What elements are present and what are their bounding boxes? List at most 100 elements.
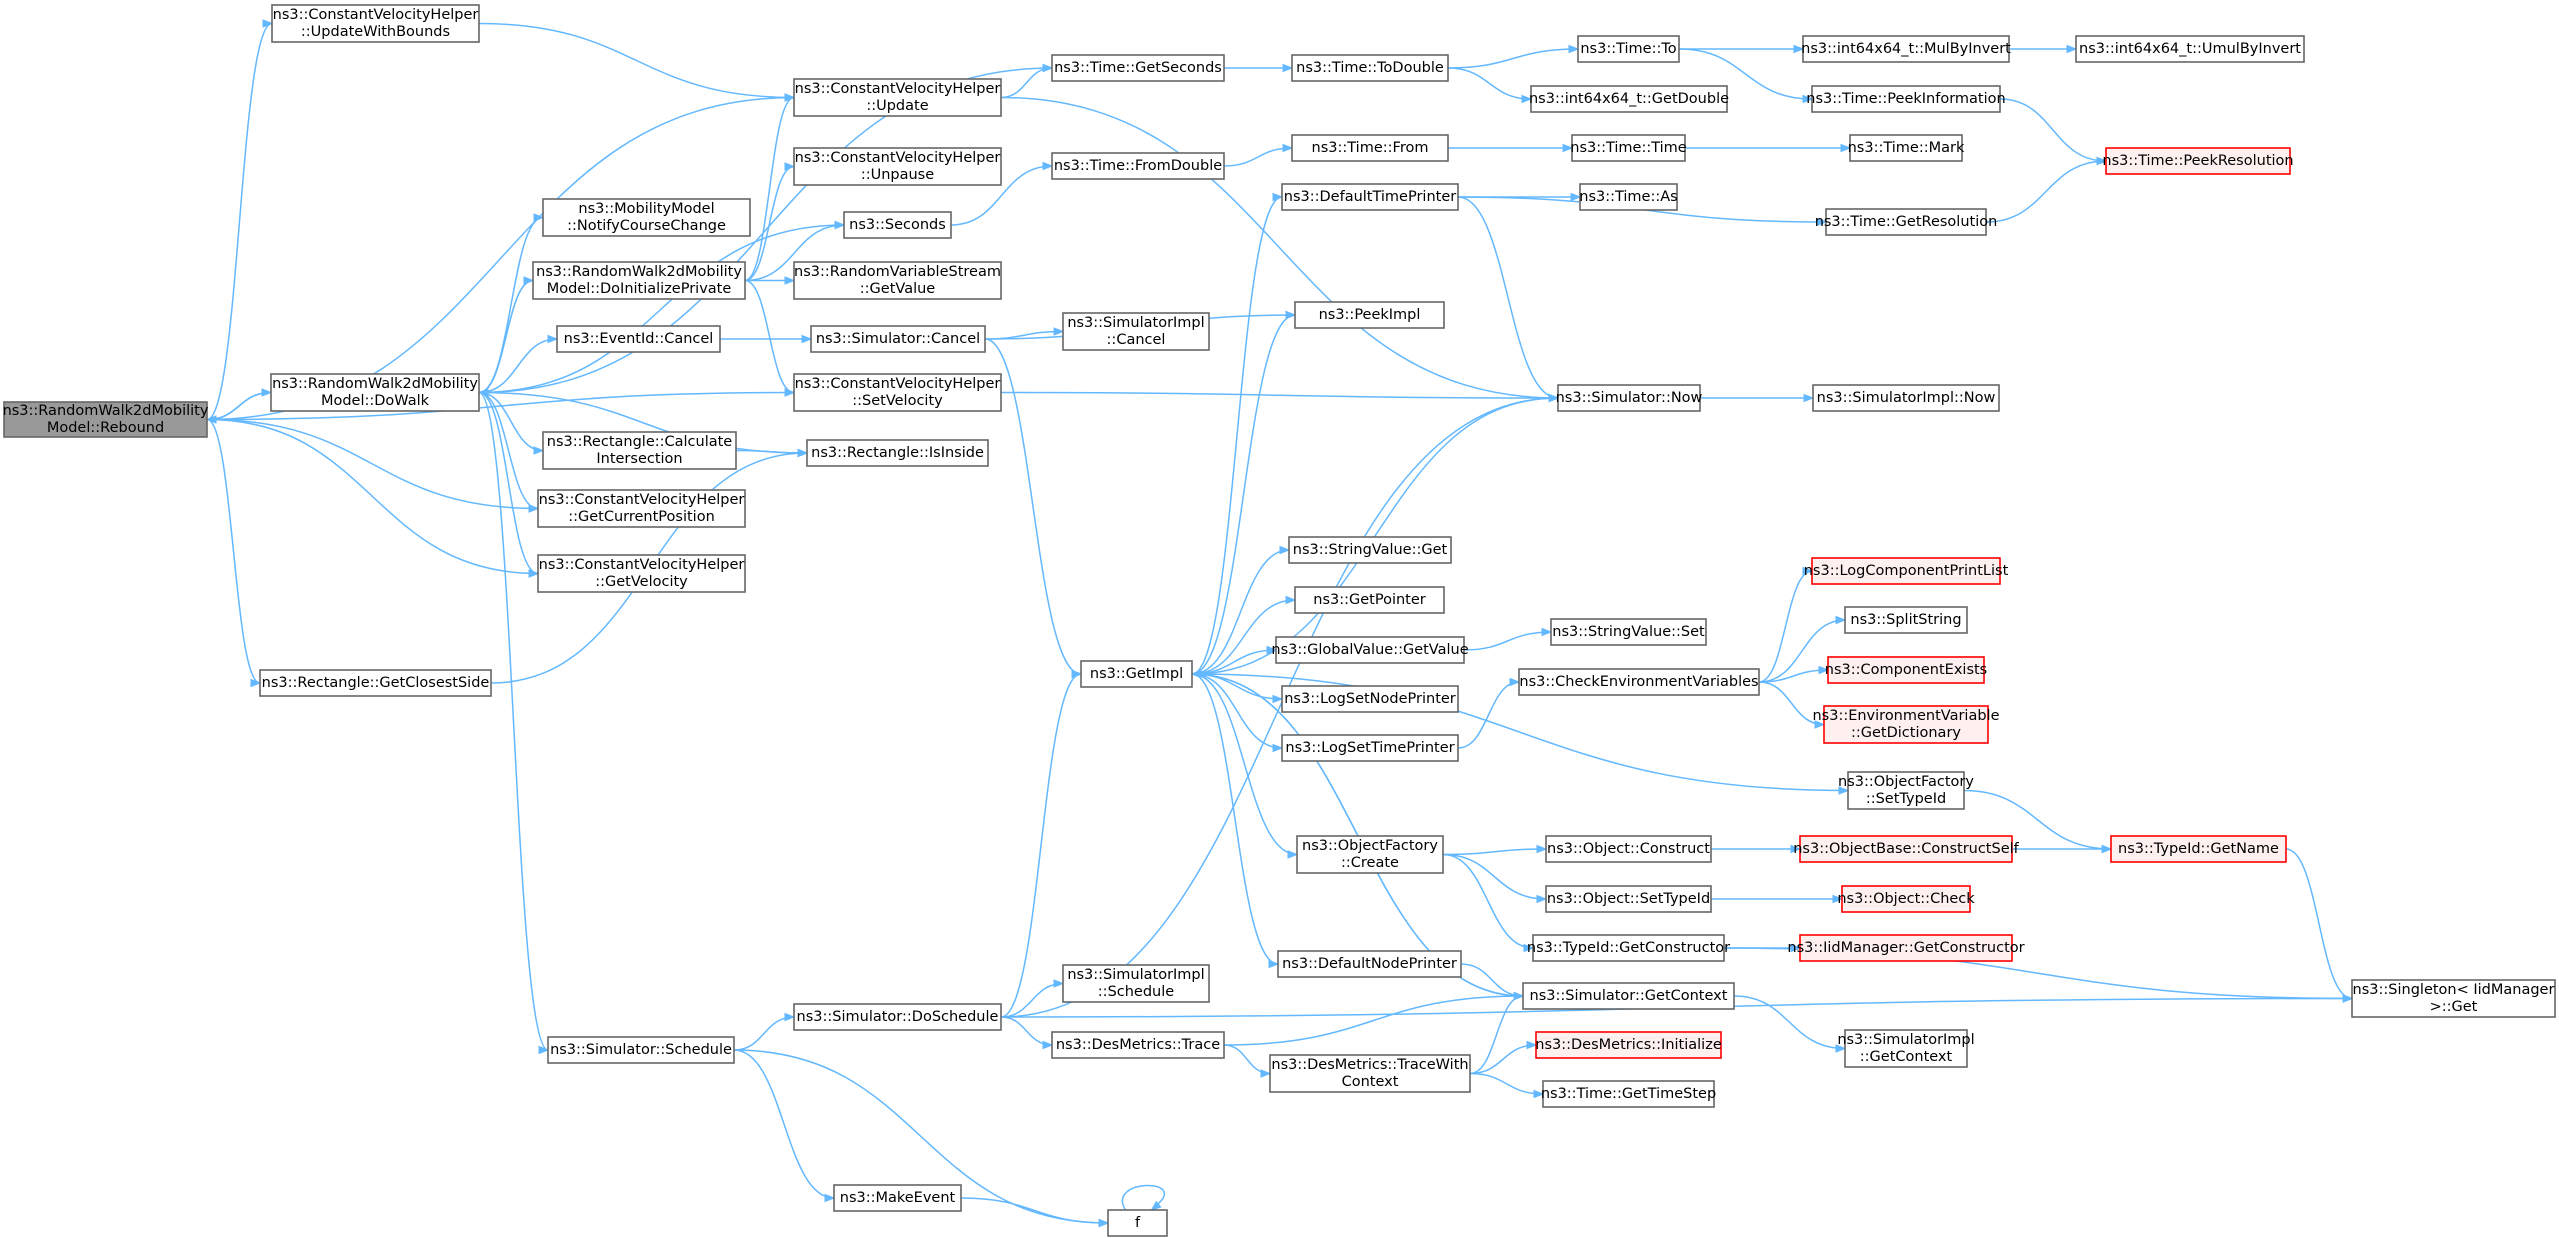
node-envVarDict[interactable]: ns3::EnvironmentVariable::GetDictionary	[1812, 705, 2000, 744]
edge-line	[1457, 196, 1559, 399]
node-timeFrom[interactable]: ns3::Time::From	[1291, 134, 1449, 162]
node-checkEnv[interactable]: ns3::CheckEnvironmentVariables	[1518, 668, 1760, 696]
node-defTimePrinter[interactable]: ns3::DefaultTimePrinter	[1281, 183, 1459, 211]
node-rvsGetValue[interactable]: ns3::RandomVariableStream::GetValue	[793, 261, 1002, 300]
edge-doWalk-to-cvhGetPos	[478, 391, 540, 513]
node-peekRes[interactable]: ns3::Time::PeekResolution	[2102, 147, 2294, 175]
node-box	[2110, 835, 2287, 863]
node-mulByInvert[interactable]: ns3::int64x64_t::MulByInvert	[1801, 35, 2011, 63]
edge-line	[206, 418, 539, 510]
node-iidGetCtor[interactable]: ns3::IidManager::GetConstructor	[1787, 934, 2025, 962]
node-simImplGetCtx[interactable]: ns3::SimulatorImpl::GetContext	[1837, 1029, 1975, 1068]
node-fNode[interactable]: f	[1107, 1209, 1168, 1237]
node-eventCancel[interactable]: ns3::EventId::Cancel	[556, 325, 721, 353]
node-gvGetValue[interactable]: ns3::GlobalValue::GetValue	[1271, 636, 1469, 664]
edge-line	[1223, 995, 1524, 1046]
edge-arrowhead	[1816, 217, 1828, 227]
node-defNodePrinter[interactable]: ns3::DefaultNodePrinter	[1277, 950, 1462, 978]
node-splitString[interactable]: ns3::SplitString	[1844, 606, 1968, 634]
node-objSetTypeId[interactable]: ns3::Object::SetTypeId	[1545, 885, 1712, 913]
node-getImpl[interactable]: ns3::GetImpl	[1080, 660, 1193, 688]
node-box	[1281, 734, 1459, 762]
node-compExists[interactable]: ns3::ComponentExists	[1825, 656, 1988, 684]
edge-arrowhead	[1190, 669, 1202, 679]
edge-arrowhead	[834, 220, 846, 230]
edge-line	[1191, 196, 1283, 675]
node-simImplNow[interactable]: ns3::SimulatorImpl::Now	[1812, 384, 2000, 412]
edge-simCancel-to-simImplCancel	[984, 327, 1065, 340]
edge-updWithBounds-to-cvhUpdate	[478, 22, 796, 102]
edge-doWalk-to-seconds	[478, 220, 846, 394]
node-svSet[interactable]: ns3::StringValue::Set	[1550, 618, 1707, 646]
node-label: ::GetCurrentPosition	[568, 509, 715, 525]
node-objConstruct[interactable]: ns3::Object::Construct	[1545, 835, 1712, 863]
edge-obConstructSelf-to-tidGetName	[2011, 844, 2113, 854]
edge-arrowhead	[533, 446, 545, 455]
node-updWithBounds[interactable]: ns3::ConstantVelocityHelper::UpdateWithB…	[271, 4, 480, 43]
node-tidGetName[interactable]: ns3::TypeId::GetName	[2110, 835, 2287, 863]
edge-simSchedule-to-simDoSchedule	[733, 1012, 796, 1051]
node-timeFromDouble[interactable]: ns3::Time::FromDouble	[1051, 152, 1225, 180]
node-simNow[interactable]: ns3::Simulator::Now	[1556, 384, 1703, 412]
node-logCompPrint[interactable]: ns3::LogComponentPrintList	[1804, 557, 2009, 585]
node-logSetTime[interactable]: ns3::LogSetTimePrinter	[1281, 734, 1459, 762]
node-label: Model::DoWalk	[321, 393, 430, 409]
node-makeEvent[interactable]: ns3::MakeEvent	[833, 1184, 962, 1212]
edge-arrowhead	[547, 334, 559, 344]
node-singletonGet[interactable]: ns3::Singleton< IidManager >::Get	[2351, 979, 2556, 1018]
node-label: ns3::Time::GetTimeStep	[1541, 1086, 1716, 1102]
node-peekInfo[interactable]: ns3::Time::PeekInformation	[1806, 85, 2006, 113]
edge-line	[1733, 995, 1846, 1050]
node-label: ::NotifyCourseChange	[567, 218, 726, 234]
node-rectIsInside[interactable]: ns3::Rectangle::IsInside	[806, 439, 989, 467]
node-timeToDouble[interactable]: ns3::Time::ToDouble	[1291, 54, 1449, 82]
node-box	[532, 261, 746, 300]
node-timeGetTimeStep[interactable]: ns3::Time::GetTimeStep	[1541, 1080, 1716, 1108]
node-simDoSchedule[interactable]: ns3::Simulator::DoSchedule	[793, 1003, 1002, 1031]
node-cvhSetVel[interactable]: ns3::ConstantVelocityHelper::SetVelocity	[793, 373, 1002, 412]
node-simImplSchedule[interactable]: ns3::SimulatorImpl::Schedule	[1062, 964, 1210, 1003]
node-seconds[interactable]: ns3::Seconds	[843, 211, 952, 239]
node-cvhGetVel[interactable]: ns3::ConstantVelocityHelper::GetVelocity	[537, 554, 746, 593]
node-getClosestSide[interactable]: ns3::Rectangle::GetClosestSide	[259, 669, 492, 697]
node-label: ns3::LogSetNodePrinter	[1284, 691, 1456, 707]
node-doInitPriv[interactable]: ns3::RandomWalk2dMobilityModel::DoInitia…	[532, 261, 746, 300]
node-simSchedule[interactable]: ns3::Simulator::Schedule	[547, 1036, 735, 1064]
node-desTrace[interactable]: ns3::DesMetrics::Trace	[1051, 1031, 1225, 1059]
node-desInit[interactable]: ns3::DesMetrics::Initialize	[1535, 1031, 1722, 1059]
node-tidGetCtor[interactable]: ns3::TypeId::GetConstructor	[1527, 934, 1730, 962]
edge-line	[1191, 673, 1279, 965]
node-cvhUnpause[interactable]: ns3::ConstantVelocityHelper::Unpause	[793, 147, 1002, 186]
node-label: ns3::Simulator::Cancel	[816, 331, 980, 347]
node-box	[793, 78, 1002, 117]
node-timeGetRes[interactable]: ns3::Time::GetResolution	[1815, 208, 1998, 236]
edge-line	[1223, 1044, 1271, 1075]
node-ofCreate[interactable]: ns3::ObjectFactory::Create	[1296, 835, 1444, 874]
node-simGetContext[interactable]: ns3::Simulator::GetContext	[1522, 982, 1735, 1010]
node-box	[537, 489, 746, 528]
node-timeTo[interactable]: ns3::Time::To	[1577, 35, 1680, 63]
node-logSetNode[interactable]: ns3::LogSetNodePrinter	[1281, 685, 1459, 713]
node-obConstructSelf[interactable]: ns3::ObjectBase::ConstructSelf	[1793, 835, 2020, 863]
node-peekImpl[interactable]: ns3::PeekImpl	[1294, 301, 1445, 329]
node-umulByInvert[interactable]: ns3::int64x64_t::UmulByInvert	[2075, 35, 2305, 63]
node-int64GetDouble[interactable]: ns3::int64x64_t::GetDouble	[1529, 85, 1729, 113]
node-timeAs[interactable]: ns3::Time::As	[1579, 183, 1678, 211]
edge-line	[206, 22, 273, 421]
node-timeTime[interactable]: ns3::Time::Time	[1570, 134, 1687, 162]
node-simCancel[interactable]: ns3::Simulator::Cancel	[810, 325, 986, 353]
node-timeMark[interactable]: ns3::Time::Mark	[1848, 134, 1965, 162]
node-simImplCancel[interactable]: ns3::SimulatorImpl::Cancel	[1062, 312, 1210, 351]
node-objCheck[interactable]: ns3::Object::Check	[1837, 885, 1975, 913]
node-cvhGetPos[interactable]: ns3::ConstantVelocityHelper::GetCurrentP…	[537, 489, 746, 528]
node-timeGetSeconds[interactable]: ns3::Time::GetSeconds	[1051, 54, 1225, 82]
node-cvhUpdate[interactable]: ns3::ConstantVelocityHelper::Update	[793, 78, 1002, 117]
node-ofSetTypeId[interactable]: ns3::ObjectFactory::SetTypeId	[1838, 771, 1974, 810]
node-getPointer[interactable]: ns3::GetPointer	[1294, 586, 1445, 614]
node-notifyCourse[interactable]: ns3::MobilityModel::NotifyCourseChange	[542, 198, 751, 237]
node-stringValueGet[interactable]: ns3::StringValue::Get	[1288, 536, 1452, 564]
